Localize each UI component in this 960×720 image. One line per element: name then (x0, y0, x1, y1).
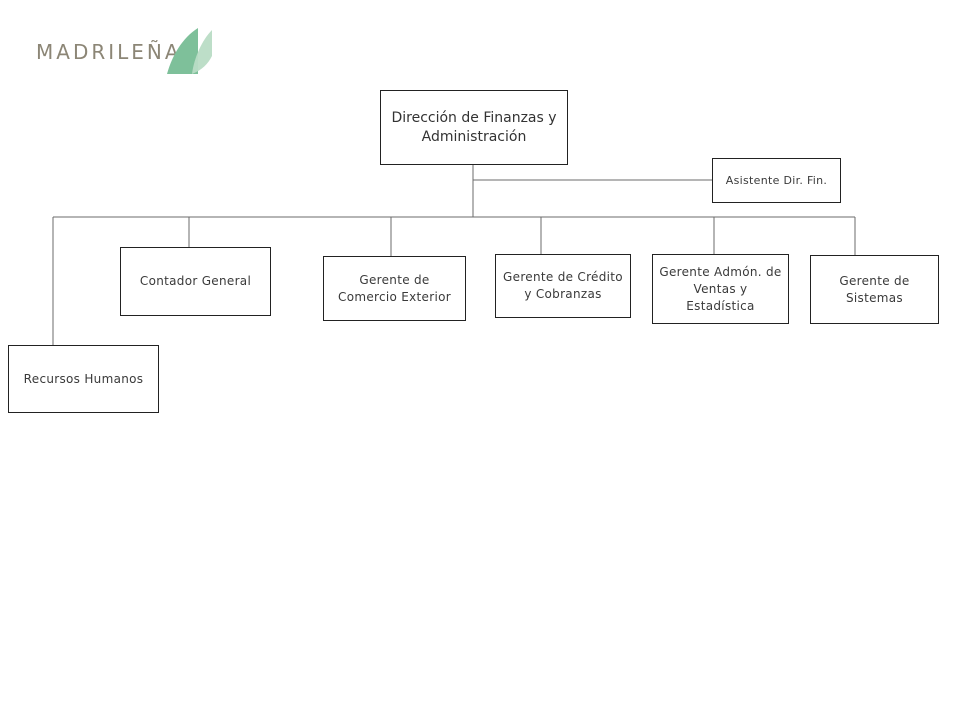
unit-label: Gerente Admón. de Ventas y Estadística (659, 264, 782, 313)
assistant-box[interactable]: Asistente Dir. Fin. (712, 158, 841, 203)
assistant-label: Asistente Dir. Fin. (725, 174, 828, 187)
leaf-logo-icon (167, 28, 212, 74)
unit-label: Recursos Humanos (23, 371, 144, 386)
unit-box-comercio-exterior[interactable]: Gerente de Comercio Exterior (323, 256, 466, 321)
head-box[interactable]: Dirección de Finanzas y Administración (380, 90, 568, 165)
unit-box-ventas-estadistica[interactable]: Gerente Admón. de Ventas y Estadística (652, 254, 789, 324)
madrilena-logo: MADRILEÑA (36, 26, 226, 78)
unit-label: Contador General (139, 274, 252, 288)
unit-box-contador-general[interactable]: Contador General (120, 247, 271, 316)
unit-box-recursos-humanos[interactable]: Recursos Humanos (8, 345, 159, 413)
unit-label: Gerente de Sistemas (839, 273, 910, 305)
logo-text: MADRILEÑA (36, 40, 182, 64)
unit-label: Gerente de Crédito y Cobranzas (503, 270, 623, 301)
unit-box-sistemas[interactable]: Gerente de Sistemas (810, 255, 939, 324)
unit-label: Gerente de Comercio Exterior (338, 272, 451, 304)
unit-box-credito-cobranzas[interactable]: Gerente de Crédito y Cobranzas (495, 254, 631, 318)
head-label: Dirección de Finanzas y Administración (391, 109, 557, 145)
